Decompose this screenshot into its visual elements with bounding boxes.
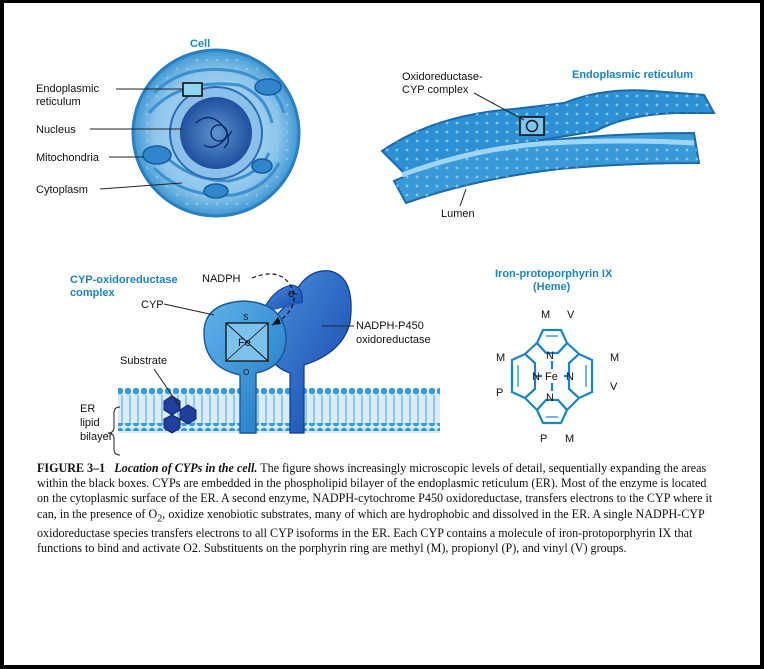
heme-p-bottom: P (540, 433, 547, 445)
heme-n-top: N (546, 350, 554, 362)
er-leader-lines (459, 92, 525, 207)
heme-m-top: M (541, 309, 550, 321)
porphyrin-ring (510, 328, 594, 425)
nucleus (180, 97, 252, 169)
oxidoreductase-domain (261, 284, 303, 314)
er-upper-texture (382, 90, 714, 178)
complex-title-1: CYP-oxidoreductase (70, 274, 178, 286)
label-oxidoreductase: Oxidoreductase- (402, 71, 483, 83)
bilayer-bottom-heads (118, 423, 440, 431)
complex-zoom-box (519, 116, 545, 136)
label-o: O (243, 368, 249, 377)
heme-n-right: N (566, 371, 574, 383)
cell-panel: Cell Endoplasmic retic (36, 38, 301, 218)
label-reticulum: reticulum (36, 96, 81, 108)
er-title: Endoplasmic reticulum (572, 69, 693, 81)
heme-p-left: P (496, 387, 503, 399)
label-oxidoreductase-enzyme: oxidoreductase (356, 334, 431, 346)
heme-diagonal-2 (225, 322, 269, 362)
complex-leader-lines (107, 303, 354, 456)
cell-leader-lines (90, 88, 184, 190)
complex-panel: CYP-oxidoreductase complex NADPH e- (70, 270, 440, 456)
caption-text-1: The figure shows increasingly microscopi… (37, 461, 713, 521)
label-er: ER (80, 403, 95, 415)
figure-artwork: Cell Endoplasmic retic (36, 38, 716, 456)
heme-n-bottom: N (546, 392, 554, 404)
label-nadph-p450: NADPH-P450 (356, 320, 424, 332)
cell-title: Cell (190, 38, 210, 50)
label-electron: e- (288, 288, 298, 300)
er-lumen-channel (401, 138, 695, 178)
heme-fe: Fe (545, 371, 558, 383)
heme-m-left: M (496, 352, 505, 364)
label-fe: Fe (238, 337, 251, 349)
er-zoom-box (182, 82, 203, 97)
complex-title-2: complex (70, 287, 116, 299)
label-lipid: lipid (80, 417, 100, 429)
label-cyp-complex: CYP complex (402, 84, 469, 96)
heme-v-right: V (610, 381, 618, 393)
bilayer-top-heads (118, 387, 440, 395)
label-mitochondria: Mitochondria (36, 152, 100, 164)
chromatin (195, 116, 233, 149)
mitochondria (142, 78, 282, 199)
er-panel: Endoplasmic reticulum Oxidoreductase- CY… (380, 69, 716, 220)
label-bilayer: bilayer (80, 431, 113, 443)
caption-figure-number: FIGURE 3–1 (37, 461, 106, 475)
heme-m-bottom: M (565, 433, 574, 445)
label-cyp: CYP (141, 299, 164, 311)
caption-subscript: 2 (157, 513, 163, 525)
electron-arrow (272, 317, 281, 325)
porphyrin-inner-bonds (517, 335, 587, 418)
label-cytoplasm: Cytoplasm (36, 184, 88, 196)
label-s: S (243, 313, 248, 322)
caption-title: Location of CYPs in the cell. (114, 461, 258, 475)
figure-page: Cell Endoplasmic retic (4, 3, 760, 665)
electron-path (251, 273, 295, 326)
heme-v-top: V (567, 309, 575, 321)
er-lower-texture (394, 133, 699, 203)
label-nadph: NADPH (202, 273, 241, 285)
heme-n-left: N (532, 371, 540, 383)
complex-marker (525, 119, 539, 133)
heme-panel: Iron-protoporphyrin IX (Heme) N N N N Fe (495, 268, 619, 445)
label-endoplasmic: Endoplasmic (36, 83, 99, 95)
heme-m-right: M (610, 352, 619, 364)
heme-title-2: (Heme) (533, 281, 571, 293)
label-substrate: Substrate (120, 355, 167, 367)
label-lumen: Lumen (441, 208, 475, 220)
label-nucleus: Nucleus (36, 124, 76, 136)
heme-title-1: Iron-protoporphyrin IX (495, 268, 613, 280)
substrate-molecule (163, 395, 197, 434)
figure-caption: FIGURE 3–1 Location of CYPs in the cell.… (37, 461, 713, 557)
caption-text-2: , oxidize xenobiotic substrates, many of… (37, 506, 705, 556)
